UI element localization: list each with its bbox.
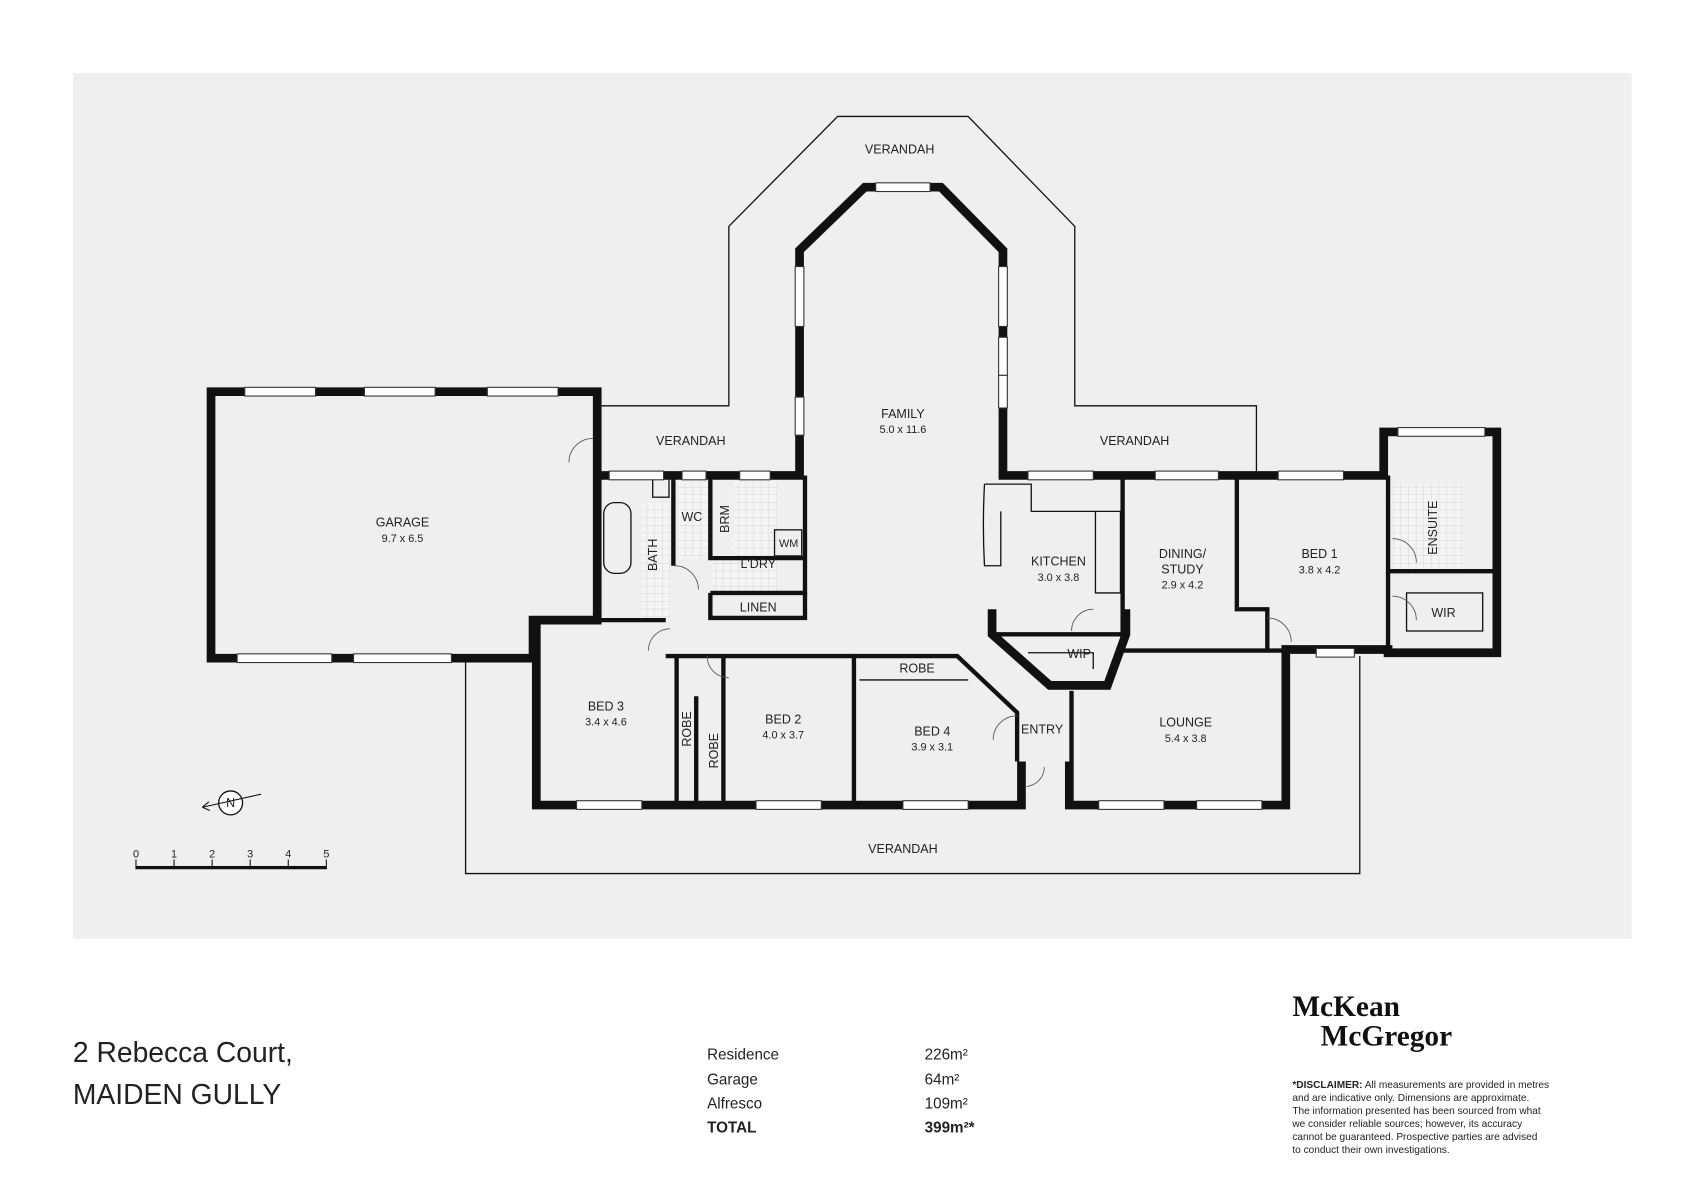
- area-value: 226m²: [925, 1047, 968, 1064]
- room-dims: 4.0 x 3.7: [762, 730, 804, 742]
- room-name: KITCHEN: [1031, 555, 1086, 569]
- disclaimer-heading: *DISCLAIMER:: [1292, 1080, 1362, 1091]
- verandah-label: VERANDAH: [868, 842, 937, 856]
- disclaimer-line: The information presented has been sourc…: [1292, 1106, 1541, 1117]
- north-arrow: N: [201, 790, 262, 816]
- area-label: Alfresco: [707, 1096, 762, 1113]
- disclaimer-line: we consider reliable sources; however, i…: [1291, 1119, 1523, 1130]
- room-name: BED 3: [588, 699, 624, 713]
- scale-tick-label: 5: [323, 848, 329, 860]
- logo-line-1: McKean: [1292, 991, 1400, 1023]
- verandah-outlines: [464, 115, 1361, 875]
- brm-label: BRM: [718, 505, 732, 533]
- wm-label: WM: [779, 538, 798, 550]
- room-dims: 3.4 x 4.6: [585, 717, 627, 729]
- ensuite-label: ENSUITE: [1426, 501, 1440, 555]
- verandah-label: VERANDAH: [656, 434, 725, 448]
- disclaimer-line: cannot be guaranteed. Prospective partie…: [1292, 1132, 1537, 1143]
- room-dims: 3.0 x 3.8: [1038, 572, 1080, 584]
- wet-area-tiles: [641, 481, 1464, 617]
- room-labels: GARAGE 9.7 x 6.5 FAMILY 5.0 x 11.6 KITCH…: [376, 142, 1456, 855]
- linen-label: LINEN: [740, 600, 777, 614]
- north-label: N: [226, 796, 235, 810]
- logo-line-2: McGregor: [1321, 1020, 1453, 1052]
- room-name-line2: STUDY: [1161, 562, 1204, 576]
- scale-tick-label: 3: [247, 848, 253, 860]
- scale-tick-label: 2: [209, 848, 215, 860]
- laundry-label: L'DRY: [740, 557, 776, 571]
- room-dims: 2.9 x 4.2: [1162, 580, 1204, 592]
- room-name: BED 4: [914, 724, 950, 738]
- room-name: DINING/: [1159, 547, 1207, 561]
- disclaimer-line: to conduct their own investigations.: [1292, 1145, 1449, 1156]
- disclaimer-line: and are indicative only. Dimensions are …: [1292, 1093, 1529, 1104]
- room-dims: 3.9 x 3.1: [911, 742, 953, 754]
- entry-label: ENTRY: [1021, 722, 1064, 736]
- wc-label: WC: [681, 510, 702, 524]
- room-dims: 5.4 x 3.8: [1165, 733, 1207, 745]
- north-circle-icon: [217, 790, 244, 816]
- disclaimer: *DISCLAIMER: All measurements are provid…: [1291, 1080, 1552, 1156]
- robe-label: ROBE: [680, 711, 694, 746]
- area-label: Residence: [707, 1047, 779, 1064]
- scale-bar: 0 1 2 3 4 5: [133, 848, 329, 870]
- total-label: TOTAL: [707, 1119, 756, 1136]
- room-dims: 9.7 x 6.5: [382, 533, 424, 545]
- scale-tick-label: 4: [285, 848, 291, 860]
- bath-label: BATH: [646, 539, 660, 571]
- disclaimer-line: All measurements are provided in metres: [1363, 1080, 1550, 1091]
- address-line-2: MAIDEN GULLY: [73, 1078, 282, 1110]
- room-name: FAMILY: [881, 407, 925, 421]
- room-name: BED 1: [1301, 547, 1337, 561]
- room-dims: 5.0 x 11.6: [879, 424, 926, 436]
- room-name: GARAGE: [376, 516, 430, 530]
- windows: [236, 182, 1486, 810]
- robe-label: ROBE: [899, 661, 934, 675]
- room-name: BED 2: [765, 712, 801, 726]
- wip-label: WIP: [1067, 647, 1091, 661]
- room-name: LOUNGE: [1159, 716, 1212, 730]
- robe-label: ROBE: [707, 733, 721, 768]
- room-dims: 3.8 x 4.2: [1299, 564, 1341, 576]
- verandah-label: VERANDAH: [865, 142, 934, 156]
- scale-tick-label: 0: [133, 848, 139, 860]
- scale-tick-label: 1: [171, 848, 177, 860]
- wir-label: WIR: [1431, 606, 1455, 620]
- address-line-1: 2 Rebecca Court,: [73, 1036, 293, 1068]
- area-label: Garage: [707, 1072, 758, 1089]
- area-value: 64m²: [925, 1072, 960, 1089]
- doors: [568, 438, 1417, 787]
- total-value: 399m²*: [925, 1119, 975, 1136]
- footer: 2 Rebecca Court, MAIDEN GULLY Residence …: [73, 991, 1552, 1156]
- interior-walls: [597, 474, 1497, 806]
- verandah-label: VERANDAH: [1100, 434, 1169, 448]
- area-value: 109m²: [925, 1096, 968, 1113]
